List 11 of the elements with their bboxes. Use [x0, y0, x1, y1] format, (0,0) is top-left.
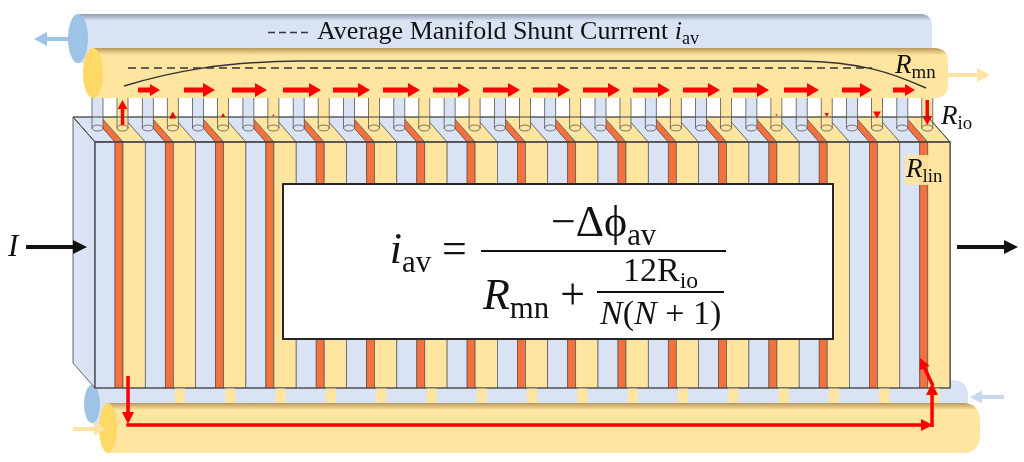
- inner-denominator-text: N(N + 1): [600, 295, 722, 330]
- denominator-text: R$_{mn}$ +: [482, 273, 585, 318]
- equation-lhs: i$_{av}$ =: [389, 227, 467, 272]
- inner-numerator-text: 12R$_{io}$: [623, 252, 699, 287]
- resistance-label: R$_{mn}$: [895, 51, 936, 79]
- resistance-label: R$_{io}$: [941, 102, 973, 130]
- legend-text: Average Manifold Shunt Currrent i$_{av}$: [317, 18, 700, 45]
- numerator-text: −Δϕ$_{av}$: [550, 200, 657, 245]
- formula-box: [282, 183, 834, 340]
- current-label: I: [8, 230, 19, 262]
- resistance-label: R$_{lin}$: [905, 155, 945, 186]
